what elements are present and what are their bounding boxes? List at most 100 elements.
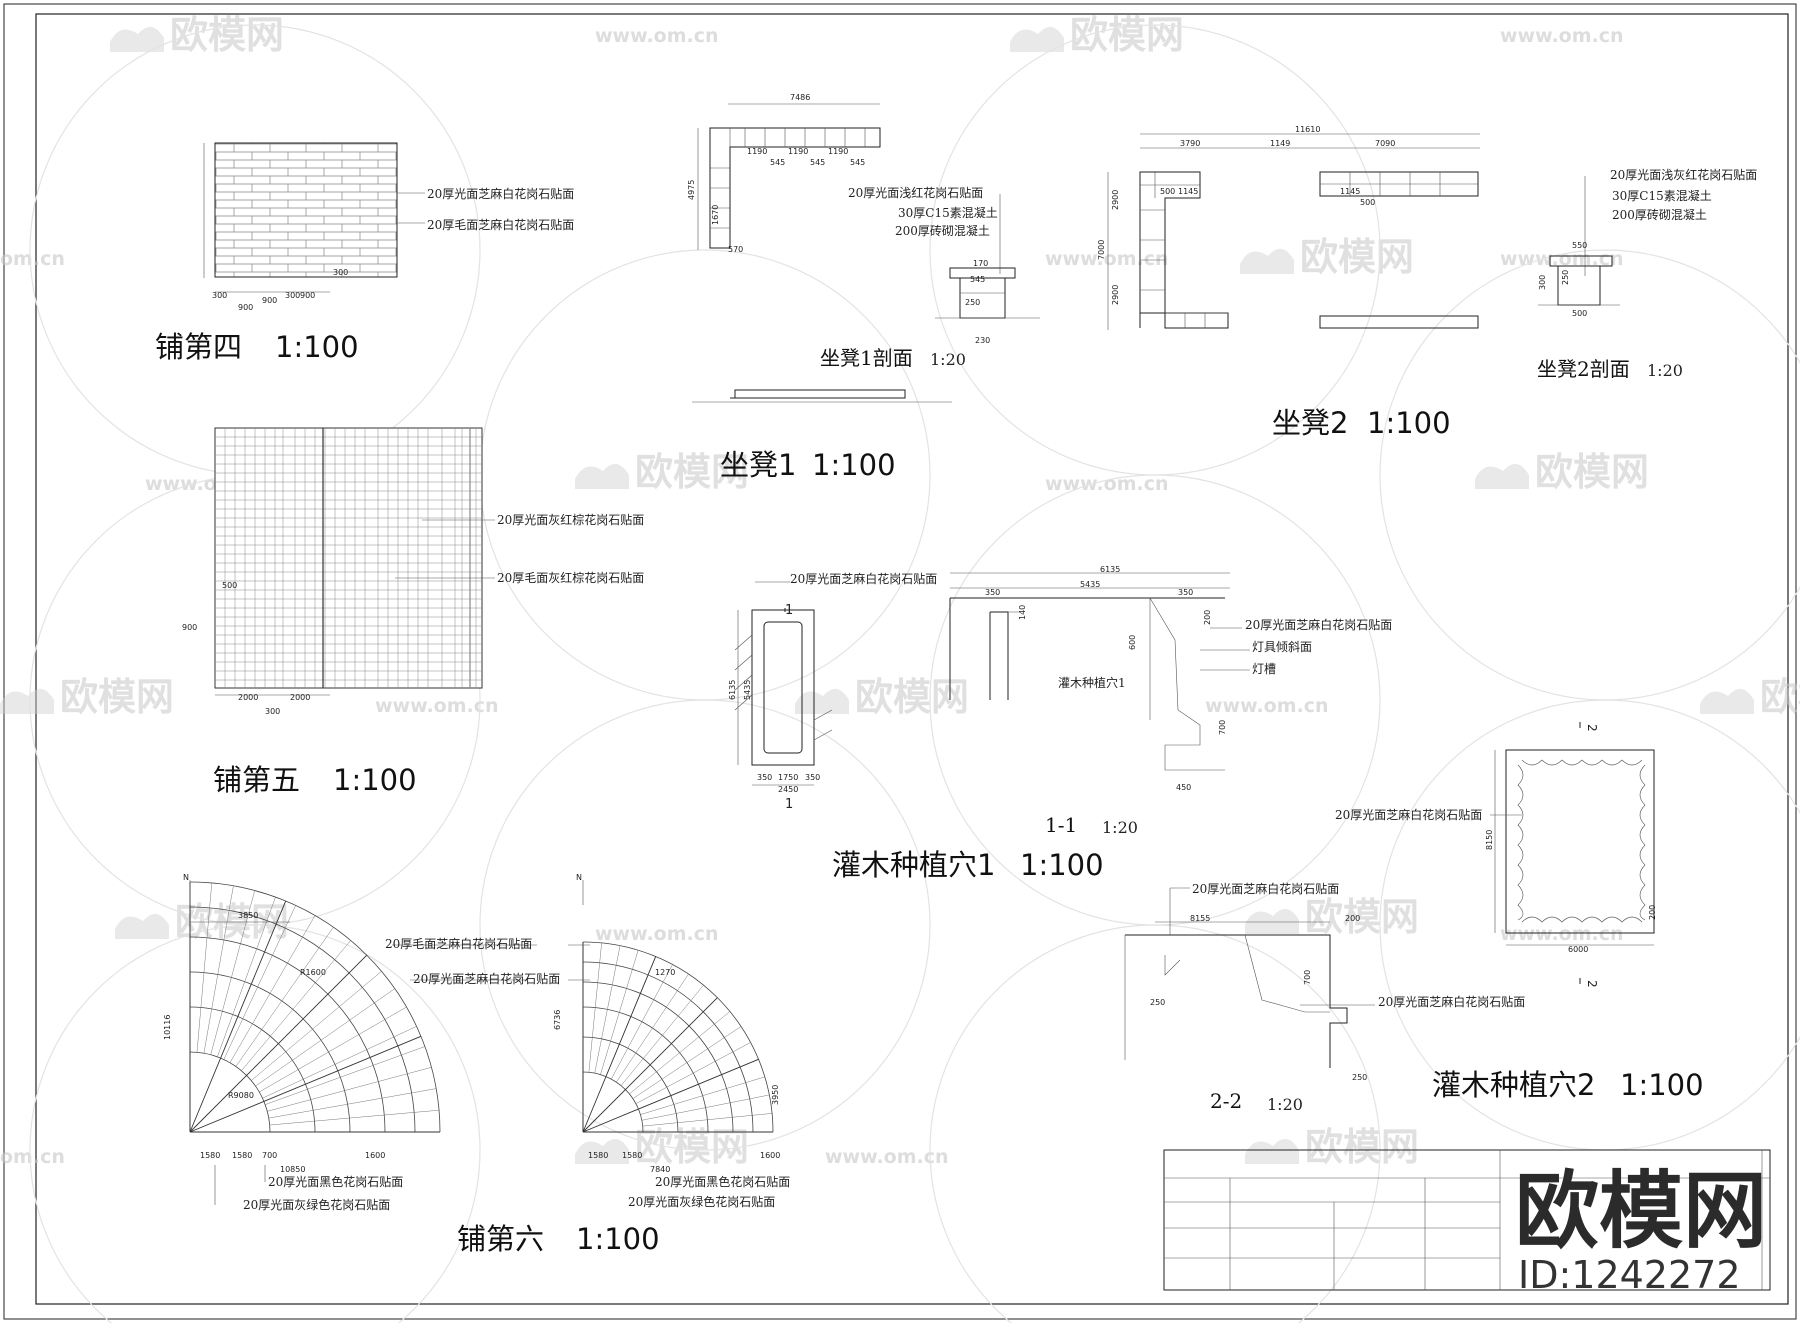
shrub1-dim-10: 350 [1178,588,1193,597]
pave6-dim-12: 7840 [650,1165,670,1174]
pave6-note-b3: 20厚光面黑色花岗石贴面 [655,1174,790,1189]
pave6-dim-6: 10850 [280,1165,305,1174]
shrub2-section-scale: 1:20 [1267,1095,1303,1114]
shrub2-dim-2: 8150 [1485,830,1494,850]
pave4-note-1: 20厚光面芝麻白花岗石贴面 [427,186,574,201]
pave6-north-a: N [183,873,189,882]
watermark-url: www.om.cn [595,25,719,47]
watermark-url: www.om.cn [1500,248,1624,270]
bench1-dim-12: 170 [973,259,988,268]
pave5-dim-1: 2000 [238,693,258,702]
pave5-drawing: 20厚光面灰红棕花岗石贴面 20厚毛面灰红棕花岗石贴面 2000 2000 30… [182,427,644,797]
shrub1-label: 灌木种植穴1 [1058,675,1126,690]
watermark-url: www.om.cn [1500,923,1624,945]
shrub2-dim-4: 200 [1345,914,1360,923]
shrub1-plan-outer [751,609,815,766]
watermark-logo: 欧模网 [1300,235,1414,279]
shrub1-dim-15: 700 [1218,720,1227,735]
pave4-title: 铺第四 [155,330,242,364]
bench2-dim-2: 3790 [1180,139,1200,148]
shrub1-note-2: 20厚光面芝麻白花岗石贴面 [1245,617,1392,632]
bench2-dim-14: 250 [1561,270,1570,285]
bench2-dim-13: 500 [1572,309,1587,318]
pave4-dim-5: 900 [238,303,253,312]
bench1-dim-9: 1670 [711,205,720,225]
pave5-dim-2: 2000 [290,693,310,702]
shrub1-dim-2: 5435 [743,680,752,700]
pave4-dim-4: 900 [300,291,315,300]
pave4-drawing: 20厚光面芝麻白花岗石贴面 20厚毛面芝麻白花岗石贴面 300 900 300 … [155,142,574,364]
shrub2-mark-bottom: 2 [1585,980,1599,988]
pave4-dim-1: 300 [212,291,227,300]
watermark-url: www.om.cn [1045,248,1169,270]
watermark-sofa-icon [1240,248,1294,274]
bench2-section-scale: 1:20 [1647,361,1683,380]
pave6-note-b4: 20厚光面灰绿色花岗石贴面 [628,1194,775,1209]
shrub2-mark-top: 2 [1585,724,1599,732]
bench2-note-3: 200厚砖砌混凝土 [1612,207,1707,222]
brand-name: 欧模网 [1515,1162,1767,1260]
shrub1-plan-inner [763,621,803,754]
shrub1-drawing: 1 1 6135 5435 350 350 1750 2450 20厚光面芝麻白… [728,565,1392,882]
bench2-dim-12: 550 [1572,241,1587,250]
pave6-scale: 1:100 [576,1222,660,1256]
bench1-dim-4: 1190 [788,147,808,156]
shrub1-title: 灌木种植穴1 [832,848,995,882]
bench2-bottom-right [1319,315,1479,329]
shrub1-section-title: 1-1 [1045,813,1077,837]
pave6-dim-5: 700 [262,1151,277,1160]
pave5-dim-5: 500 [222,581,237,590]
bench2-dim-9: 7000 [1097,240,1106,260]
shrub1-note-1: 20厚光面芝麻白花岗石贴面 [790,571,937,586]
watermark-sofa-icon [115,913,169,939]
pave4-scale: 1:100 [275,330,359,364]
pave6-dim-9: R9080 [228,1091,254,1100]
pave5-dim-4: 900 [182,623,197,632]
watermark-url: www.om.cn [825,1146,949,1168]
pave6-dim-15: 3950 [771,1085,780,1105]
shrub1-note-4: 灯槽 [1252,662,1276,676]
bench2-dim-7: 1145 [1340,187,1360,196]
pave6-dim-13: 1600 [760,1151,780,1160]
bench2-dim-6: 500 [1160,187,1175,196]
bench1-note-1: 20厚光面浅红花岗石贴面 [848,185,983,200]
pave6-dim-10: 1580 [588,1151,608,1160]
bench1-dim-3: 1190 [747,147,767,156]
shrub1-dim-4: 350 [805,773,820,782]
pave6-dim-3: 1580 [200,1151,220,1160]
watermark-url: om.cn [0,1146,65,1168]
shrub1-dim-12: 450 [1176,783,1191,792]
brand-id: ID:1242272 [1518,1253,1741,1297]
bench2-scale: 1:100 [1367,406,1451,440]
shrub1-dim-14: 140 [1018,605,1027,620]
watermark-url: www.om.cn [595,923,719,945]
shrub1-dim-7: 6135 [1100,565,1120,574]
bench2-dim-5: 1145 [1178,187,1198,196]
watermark-sofa-icon [1475,463,1529,489]
pave5-title: 铺第五 [213,763,300,797]
watermark-logo: 欧模网 [1305,895,1419,939]
pave6-dim-14: 6736 [553,1010,562,1030]
pave6-note-b1: 20厚光面黑色花岗石贴面 [268,1174,403,1189]
watermark-sofa-icon [795,688,849,714]
watermark-logo: 欧模网 [855,675,969,719]
inner-frame [35,13,1789,1305]
shrub2-dim-3: 8155 [1190,914,1210,923]
bench2-dim-3: 1149 [1270,139,1290,148]
shrub2-scale: 1:100 [1620,1068,1704,1102]
shrub1-dim-9: 350 [985,588,1000,597]
pave4-dim-6: 300 [333,268,348,277]
bench1-scale: 1:100 [812,448,896,482]
shrub1-dim-5: 1750 [778,773,798,782]
pave4-dim-2: 900 [262,296,277,305]
watermark-sofa-icon [1245,908,1299,934]
bench1-dim-13: 250 [965,298,980,307]
shrub2-note-2: 20厚光面芝麻白花岗石贴面 [1192,881,1339,896]
pave6-drawing: N N 3850 10116 1580 1580 700 10850 1600 … [163,873,790,1256]
pave6-dim-16: 1270 [655,968,675,977]
shrub1-mark-top: 1 [785,603,793,618]
bench2-dim-15: 300 [1538,275,1547,290]
watermark-sofa-icon [110,26,164,52]
pave5-scale: 1:100 [333,763,417,797]
watermark-logo: 欧模网 [635,450,749,494]
